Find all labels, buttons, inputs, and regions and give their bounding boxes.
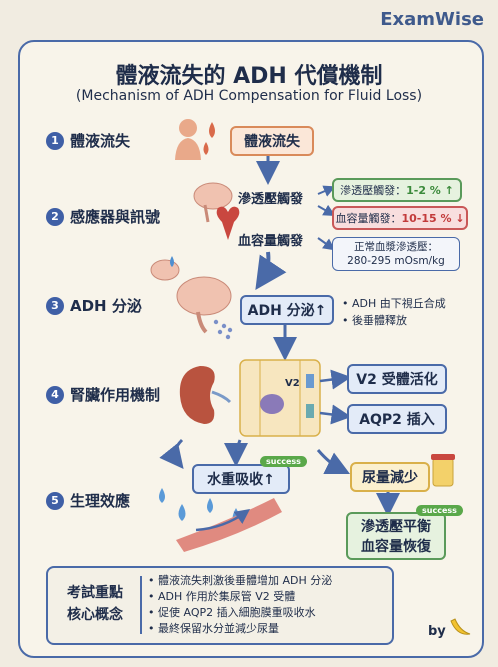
- brain-icon: [150, 259, 232, 334]
- summary-item: • 促使 AQP2 插入細胞膜重吸收水: [148, 606, 316, 619]
- banana-icon: [450, 618, 471, 635]
- step-label: 感應器與訊號: [70, 208, 161, 226]
- summary-divider: [140, 576, 142, 634]
- urine-decrease-box: 尿量減少: [350, 462, 430, 492]
- step-label: 體液流失: [70, 132, 131, 150]
- v2-activation-box: V2 受體活化: [347, 364, 447, 394]
- step-number: 3: [46, 296, 64, 315]
- volume-threshold-label: 血容量觸發：: [335, 212, 402, 225]
- volume-threshold-box: 血容量觸發： 10-15 % ↓: [332, 206, 468, 230]
- step-3: 3 ADH 分泌: [46, 295, 142, 316]
- water-drop-icon: [203, 122, 215, 155]
- cell-icon: [239, 359, 321, 437]
- urine-cup-icon: [431, 454, 455, 487]
- byline: by: [428, 624, 446, 639]
- step-1: 1 體液流失: [46, 130, 130, 151]
- summary-panel: 考試重點 核心概念 • 體液流失刺激後垂體增加 ADH 分泌 • ADH 作用於…: [46, 566, 394, 645]
- success-badge: success: [260, 456, 307, 467]
- balance-line-1: 滲透壓平衡: [361, 519, 431, 535]
- adh-note-2: • 後垂體釋放: [342, 314, 407, 327]
- step-4: 4 腎臟作用機制: [46, 384, 160, 405]
- summary-heading: 考試重點 核心概念: [58, 582, 132, 626]
- water-reabsorption-box: 水重吸收↑: [192, 464, 290, 494]
- step-number: 2: [46, 207, 64, 226]
- brain-icon: [193, 182, 233, 223]
- normal-osmolality-value: 280-295 mOsm/kg: [347, 255, 445, 267]
- volume-threshold-value: 10-15 % ↓: [401, 211, 465, 225]
- page-title: 體液流失的 ADH 代償機制: [115, 64, 383, 89]
- fluid-loss-box: 體液流失: [230, 126, 314, 156]
- normal-osmolality-label: 正常血漿滲透壓：: [354, 241, 438, 253]
- summary-heading-line-2: 核心概念: [67, 607, 123, 623]
- adh-note-1: • ADH 由下視丘合成: [342, 297, 446, 310]
- summary-item: • 體液流失刺激後垂體增加 ADH 分泌: [148, 574, 333, 587]
- summary-list: • 體液流失刺激後垂體增加 ADH 分泌 • ADH 作用於集尿管 V2 受體 …: [148, 573, 332, 637]
- summary-item: • 最終保留水分並減少尿量: [148, 622, 279, 635]
- kidney-icon: [179, 366, 232, 424]
- balance-box: 滲透壓平衡 血容量恢復: [346, 512, 446, 560]
- water-drop-icon: [170, 256, 174, 267]
- adh-secretion-box: ADH 分泌↑: [240, 295, 334, 325]
- normal-osmolality-box: 正常血漿滲透壓： 280-295 mOsm/kg: [332, 237, 460, 271]
- osmotic-threshold-value: 1-2 % ↑: [406, 183, 454, 197]
- blood-vessel-icon: [176, 498, 282, 552]
- balance-line-2: 血容量恢復: [361, 539, 431, 555]
- step-label: ADH 分泌: [70, 297, 142, 315]
- osmotic-threshold-label: 滲透壓觸發：: [340, 184, 407, 197]
- brand-logo: ExamWise: [380, 9, 484, 30]
- person-icon: [175, 119, 201, 160]
- step-5: 5 生理效應: [46, 490, 130, 511]
- step-2: 2 感應器與訊號: [46, 206, 160, 227]
- success-badge: success: [416, 505, 463, 516]
- step-label: 腎臟作用機制: [70, 386, 161, 404]
- summary-heading-line-1: 考試重點: [67, 585, 123, 601]
- heart-icon: [216, 206, 240, 240]
- osmotic-threshold-box: 滲透壓觸發： 1-2 % ↑: [332, 178, 462, 202]
- page-subtitle: (Mechanism of ADH Compensation for Fluid…: [75, 88, 423, 104]
- aqp2-insertion-box: AQP2 插入: [347, 404, 447, 434]
- step-label: 生理效應: [70, 492, 131, 510]
- summary-item: • ADH 作用於集尿管 V2 受體: [148, 590, 296, 603]
- osmotic-trigger-label: 滲透壓觸發: [238, 192, 304, 207]
- step-number: 4: [46, 385, 64, 404]
- step-number: 1: [46, 131, 64, 150]
- step-number: 5: [46, 491, 64, 510]
- volume-trigger-label: 血容量觸發: [238, 234, 304, 249]
- v2-receptor-label: V2: [285, 378, 300, 389]
